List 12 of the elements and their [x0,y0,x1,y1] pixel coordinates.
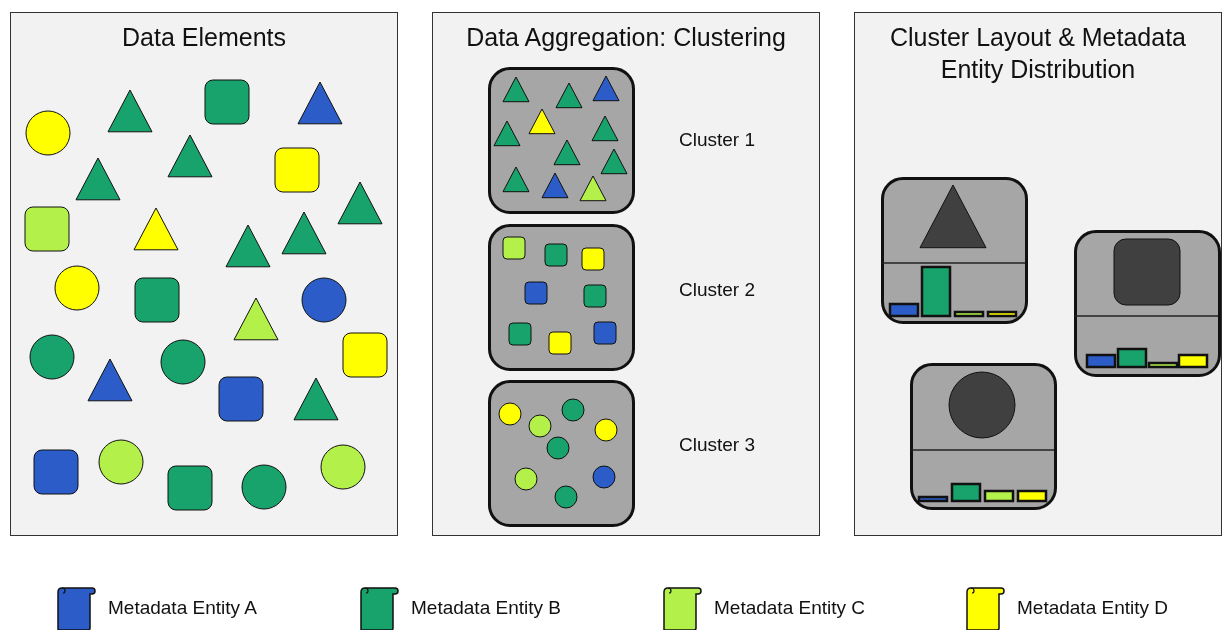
panel [432,12,820,536]
panel-title: Data Aggregation: Clustering [465,22,787,53]
legend-label: Metadata Entity A [108,597,257,619]
legend-label: Metadata Entity D [1017,597,1169,619]
legend-label: Metadata Entity B [411,597,561,619]
cluster-label: Cluster 2 [679,279,756,301]
panel [854,12,1222,536]
legend-label: Metadata Entity C [714,597,866,619]
panel-title: Data Elements [121,22,287,53]
cluster-label: Cluster 3 [679,434,756,456]
panel-title: Cluster Layout & Metadata Entity Distribution [889,22,1187,85]
cluster-label: Cluster 1 [679,129,756,151]
